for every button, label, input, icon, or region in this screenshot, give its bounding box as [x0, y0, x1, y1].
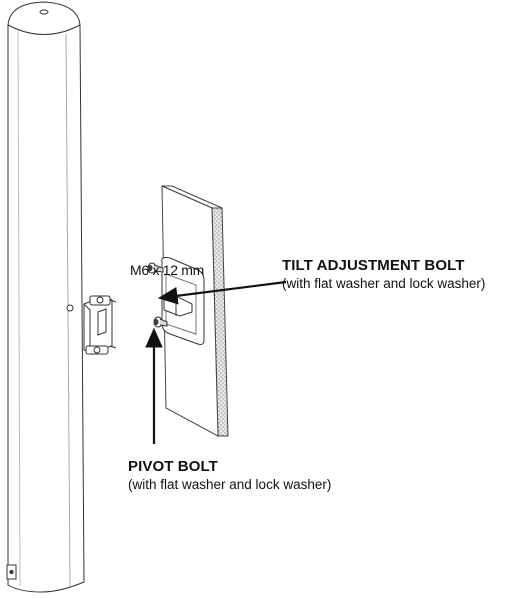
tilt-adjustment-bolt: [147, 262, 164, 274]
pivot-bolt: [153, 316, 168, 328]
tilt-bolt-title: TILT ADJUSTMENT BOLT: [282, 257, 465, 274]
screw-spec-label: M6 x 12 mm: [130, 262, 205, 278]
wall-bracket: [161, 257, 205, 345]
tilt-bolt-note: (with flat washer and lock washer): [282, 276, 486, 291]
pivot-bolt-note: (with flat washer and lock washer): [128, 477, 332, 492]
speaker-bracket: [83, 295, 117, 355]
column-speaker: [6, 1, 85, 593]
tilt-bolt-arrow: [157, 280, 287, 305]
pivot-bolt-title: PIVOT BOLT: [128, 458, 218, 475]
